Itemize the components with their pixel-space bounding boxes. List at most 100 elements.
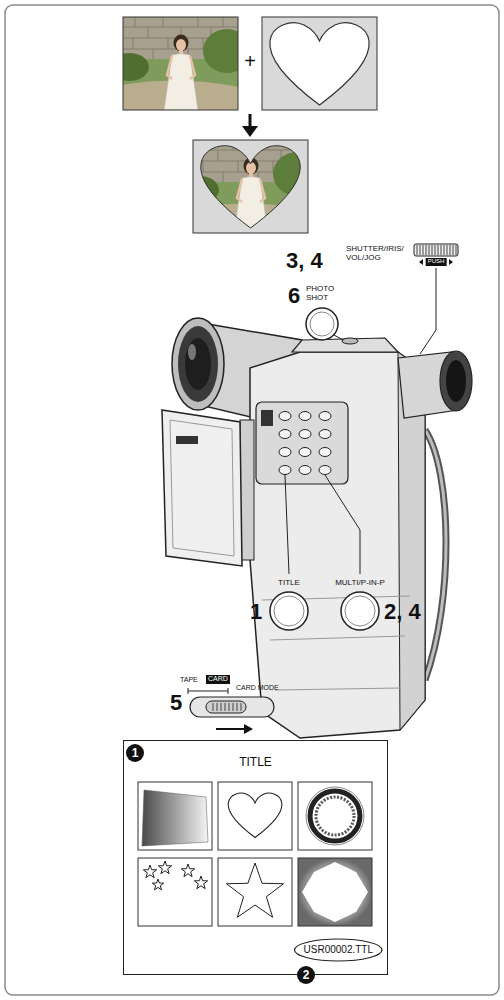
title-thumbnail: [138, 782, 372, 926]
camcorder: [188, 344, 196, 360]
screen-title: TITLE: [239, 755, 272, 769]
camcorder: [342, 338, 358, 344]
camcorder: [425, 430, 446, 680]
switch-position: CARD: [206, 675, 230, 684]
camcorder: [279, 430, 291, 439]
camcorder: [162, 410, 242, 566]
card-mode-switch: [188, 688, 228, 694]
title-thumbnail: [228, 793, 282, 837]
photo-shot-button: [306, 308, 338, 340]
camcorder: [250, 352, 425, 738]
photo-shot-button: [306, 308, 338, 340]
camcorder: [319, 430, 331, 439]
camcorder: [440, 351, 472, 411]
switch-position: TAPE: [180, 676, 198, 684]
callout-number: 2: [297, 966, 315, 984]
title-button: [274, 596, 304, 626]
title-button: [270, 592, 308, 630]
result-photo: [179, 140, 321, 233]
camcorder: [299, 466, 311, 475]
result-photo: [201, 146, 300, 228]
multi-pinp-button: [345, 596, 375, 626]
camcorder: [299, 430, 311, 439]
switch-name: CARD MODE: [236, 684, 279, 692]
button-name: TITLE: [278, 578, 300, 587]
title-thumbnail: [310, 791, 360, 841]
camcorder: [170, 420, 234, 556]
title-thumbnail: [152, 879, 163, 890]
camcorder: [319, 466, 331, 475]
callout-number: 1: [126, 744, 144, 762]
title-thumbnail: [298, 858, 372, 926]
source-photo: [123, 17, 238, 110]
button-name: MULTI/P-IN-P: [335, 578, 385, 587]
title-thumbnail: [302, 862, 368, 922]
camcorder: [185, 338, 211, 390]
camcorder: [279, 466, 291, 475]
card-mode-switch: [190, 697, 274, 717]
result-photo: [179, 140, 321, 233]
jog-dial: [449, 259, 453, 265]
step-number: 6: [288, 283, 300, 308]
camcorder: [319, 448, 331, 457]
title-thumbnail: [181, 864, 194, 877]
title-button: [270, 592, 308, 630]
source-photo: [123, 17, 238, 110]
screen-panel: TITLE USR00002.TTL: [123, 740, 388, 975]
camcorder: [279, 448, 291, 457]
title-thumbnail: [226, 863, 283, 917]
camcorder: [261, 410, 273, 426]
slide-arrow: [244, 724, 253, 734]
camcorder: [279, 412, 331, 475]
card-mode-switch: [213, 703, 241, 711]
jog-dial: [414, 244, 458, 256]
down-arrow: [249, 114, 252, 127]
photo-shot-button: [310, 312, 334, 336]
step-number: 1: [250, 599, 262, 624]
title-thumbnail: [142, 790, 208, 846]
file-name: USR00002.TTL: [304, 944, 373, 956]
camcorder: [446, 360, 466, 402]
camcorder: [292, 338, 398, 352]
heart-frame: [270, 23, 369, 105]
title-thumbnail: [298, 782, 372, 850]
jog-dial: [417, 245, 456, 255]
leader-line: [420, 268, 436, 354]
heart-frame: [262, 17, 377, 110]
camcorder: [299, 412, 311, 421]
highlight-ellipse: [295, 939, 382, 961]
camcorder: [176, 436, 198, 444]
title-thumbnail: [316, 797, 354, 835]
camcorder: [279, 412, 291, 421]
control-name: SHUTTER/IRIS/ VOL/JOG: [346, 244, 410, 262]
leader-line: [334, 335, 343, 340]
step-number: 3, 4: [286, 248, 323, 273]
step-number: 5: [170, 690, 182, 715]
camcorder: [162, 318, 472, 738]
heart-frame: [262, 17, 377, 110]
source-photo: [109, 17, 251, 110]
source-photo: [123, 17, 238, 110]
camcorder: [178, 326, 218, 402]
title-thumbnail: [306, 787, 364, 845]
leader-line: [285, 475, 289, 574]
leader-line: [325, 475, 360, 574]
camcorder: [319, 412, 331, 421]
plus-sign: +: [244, 50, 256, 73]
card-mode-switch: [188, 688, 274, 717]
down-arrow: [242, 126, 258, 137]
title-thumbnail: [138, 782, 212, 850]
result-photo: [179, 140, 321, 233]
camcorder: [299, 448, 311, 457]
down-arrow: [242, 114, 258, 137]
leader-line: [285, 268, 436, 574]
title-thumbnail: [158, 861, 171, 874]
camcorder: [425, 430, 446, 680]
control-label: PUSH: [426, 258, 447, 266]
camcorder: [256, 402, 348, 484]
title-thumbnail: [194, 876, 207, 889]
page-frame: [5, 5, 499, 995]
title-thumbnail: [218, 782, 292, 850]
